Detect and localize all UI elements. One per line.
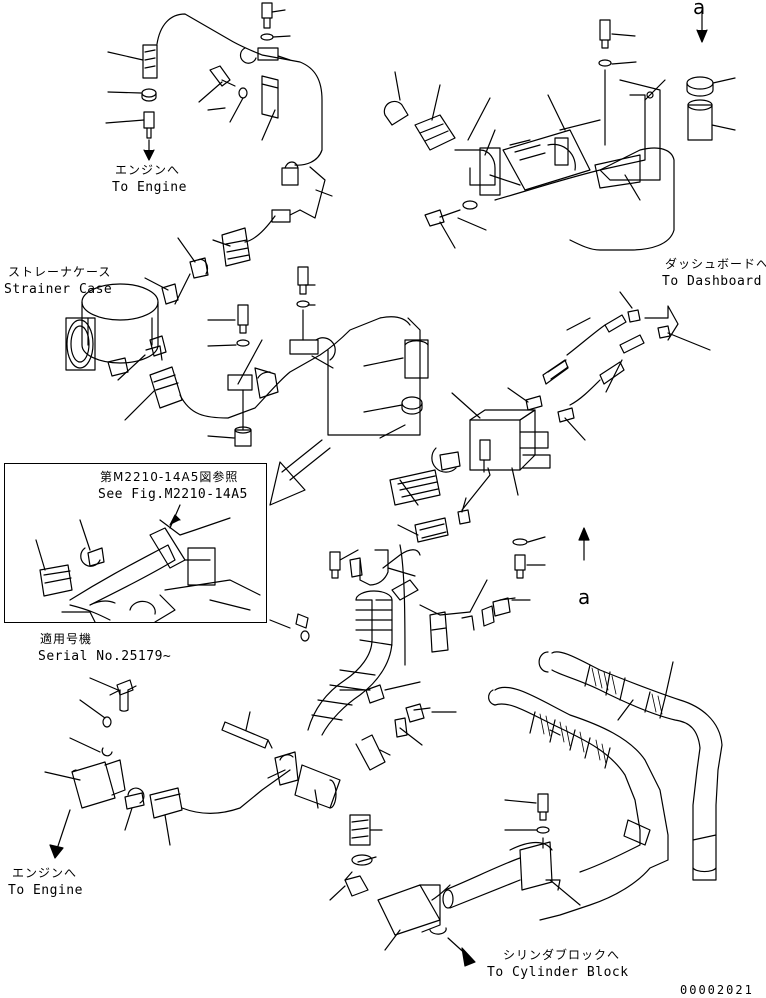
to-engine-top-jp-label: エンジンへ xyxy=(115,163,181,177)
see-fig-en-label: See Fig.M2210-14A5 xyxy=(98,487,248,502)
strainer-case-en-label: Strainer Case xyxy=(4,282,113,297)
hose-wrapping xyxy=(539,667,663,765)
to-dashboard-en-label: To Dashboard xyxy=(662,274,762,289)
center-coiled-hose xyxy=(269,544,531,771)
strainer-case-jp-label: ストレーナケース xyxy=(8,265,112,279)
bottom-center-assembly xyxy=(329,814,476,967)
strainer-case xyxy=(65,273,191,381)
to-engine-bottom-en-label: To Engine xyxy=(8,883,83,898)
ref-a-mid-label: a xyxy=(578,585,591,609)
top-left-assembly xyxy=(105,2,333,279)
serial-jp-label: 適用号機 xyxy=(40,632,93,646)
serial-en-label: Serial No.25179~ xyxy=(38,649,172,664)
to-dashboard-jp-label: ダッシュボードへ xyxy=(665,257,766,271)
to-engine-bottom-jp-label: エンジンへ xyxy=(12,866,78,880)
see-fig-jp-label: 第M2210-14A5図参照 xyxy=(100,470,239,484)
top-right-assembly xyxy=(383,9,736,251)
ref-a-top-label: a xyxy=(693,0,706,19)
drawing-number: 00002021 xyxy=(680,983,754,997)
inset-detail-box xyxy=(4,463,267,623)
bottom-left-assembly xyxy=(44,677,341,859)
to-cylinder-block-en-label: To Cylinder Block xyxy=(487,965,629,980)
center-left-assembly xyxy=(124,266,429,447)
large-right-hoses xyxy=(442,651,723,921)
to-cylinder-block-jp-label: シリンダブロックへ xyxy=(503,948,621,962)
to-engine-top-en-label: To Engine xyxy=(112,180,187,195)
direction-arrow xyxy=(269,439,331,506)
inset-drawing xyxy=(35,504,261,623)
dashboard-assembly xyxy=(389,291,711,579)
